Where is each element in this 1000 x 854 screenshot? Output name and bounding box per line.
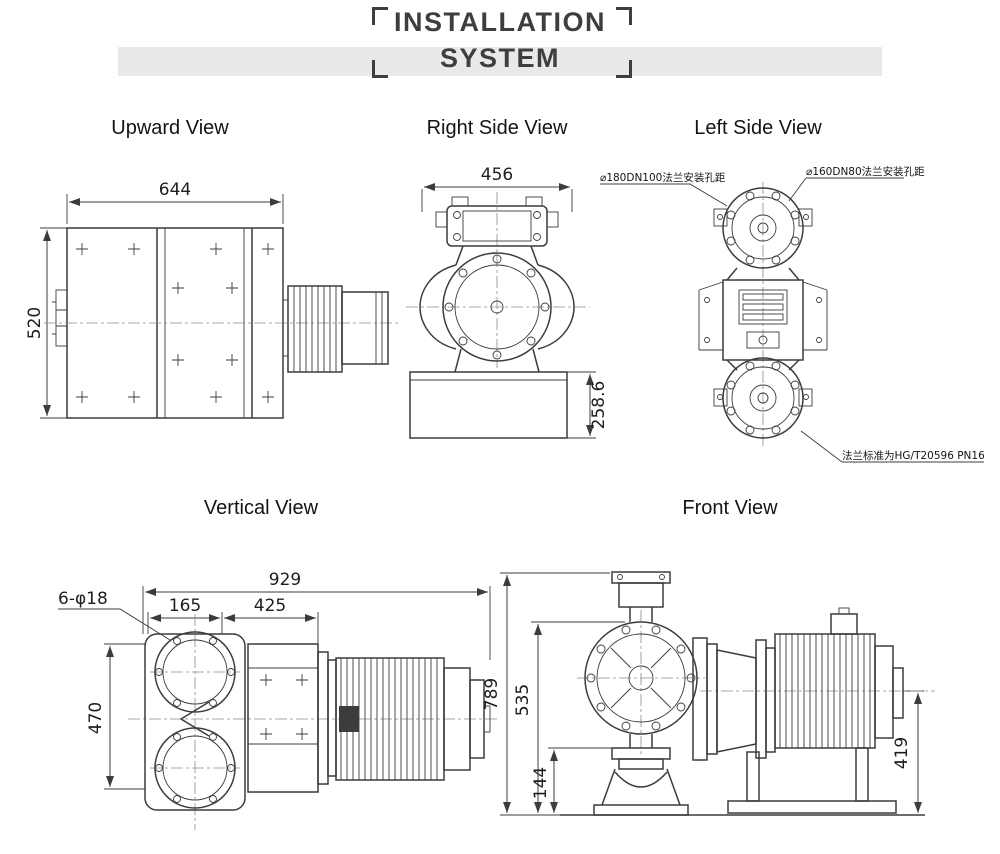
top-chamber-bolts [155, 637, 235, 707]
corner-bracket-top-left-icon [372, 7, 388, 25]
top-flange-bolts [726, 191, 800, 265]
upward-dimensions: 644 520 [25, 180, 284, 419]
bottom-flange-bolts [726, 361, 800, 435]
front-pump [577, 571, 935, 816]
flange-bolts [444, 254, 550, 360]
corner-bracket-top-right-icon [616, 7, 632, 25]
vertical-view-title: Vertical View [204, 497, 319, 519]
dim-text-bolt-holes: 6-φ18 [58, 589, 108, 609]
dim-text-644: 644 [159, 180, 191, 200]
corner-bracket-bottom-right-icon [616, 60, 632, 78]
dim-text-456: 456 [481, 165, 513, 185]
view-front: Front View 789 535 144 419 [482, 497, 935, 816]
dim-text-419: 419 [892, 737, 912, 769]
pump-housing [144, 633, 246, 811]
note-flange-dn80: ⌀160DN80法兰安装孔距 [806, 165, 925, 178]
upward-motor [282, 285, 389, 373]
dim-text-470: 470 [86, 702, 106, 734]
dim-text-144: 144 [531, 767, 551, 799]
diaphragm-chamber [584, 621, 698, 735]
flange-wings [698, 281, 828, 351]
coupling-housing [716, 649, 757, 753]
right-side-pump [406, 192, 590, 439]
view-right-side: Right Side View 456 258.6 [406, 117, 609, 439]
right-side-view-title: Right Side View [427, 117, 568, 139]
vertical-pump [128, 614, 500, 830]
motor-end [874, 645, 894, 739]
title-band [118, 47, 882, 76]
dim-text-165: 165 [169, 596, 201, 616]
page-title-line2: SYSTEM [439, 43, 561, 73]
bolt-hole-crosses [76, 243, 274, 403]
front-flange [442, 252, 552, 362]
view-vertical: Vertical View 929 165 425 6-φ18 470 [58, 497, 500, 830]
vertical-motor [317, 651, 491, 785]
side-port [55, 289, 68, 347]
upward-view-title: Upward View [111, 117, 229, 139]
vertical-dimensions: 929 165 425 6-φ18 470 [58, 570, 491, 790]
dim-text-425: 425 [254, 596, 286, 616]
front-dimensions: 789 535 144 419 [482, 572, 924, 816]
inlet-flange [611, 571, 671, 584]
vertical-bracket [247, 643, 319, 793]
corner-bracket-bottom-left-icon [372, 60, 388, 78]
side-chambers [419, 264, 575, 350]
bottom-flange [722, 357, 804, 439]
chamber-bolts [586, 625, 696, 731]
left-side-annotations: ⌀180DN100法兰安装孔距 ⌀160DN80法兰安装孔距 法兰标准为HG/T… [600, 165, 985, 463]
left-side-view-title: Left Side View [694, 117, 822, 139]
note-flange-standard: 法兰标准为HG/T20596 PN16 [842, 449, 985, 462]
motor-end [341, 291, 389, 365]
stand-legs [601, 768, 681, 806]
dim-text-258: 258.6 [589, 381, 609, 430]
dim-text-535: 535 [513, 684, 533, 716]
motor-base [727, 800, 897, 814]
top-flange [722, 187, 804, 269]
dim-text-520: 520 [25, 307, 45, 339]
center-chevron [179, 701, 210, 737]
note-flange-dn100: ⌀180DN100法兰安装孔距 [600, 171, 726, 184]
terminal-box [339, 706, 359, 732]
bottom-chamber-bolts [155, 733, 235, 803]
view-upward: Upward View 644 520 [25, 117, 398, 419]
left-side-pump [698, 182, 828, 448]
right-side-dimensions: 456 258.6 [421, 165, 609, 439]
center-body [722, 279, 804, 361]
view-left-side: Left Side View ⌀180DN100法兰安装孔距 ⌀160DN80法… [600, 117, 985, 463]
dim-text-929: 929 [269, 570, 301, 590]
stand-base [593, 804, 689, 816]
front-drive [560, 607, 925, 816]
dim-text-789: 789 [482, 678, 502, 710]
terminal-box [830, 613, 858, 635]
base-box [409, 371, 568, 439]
front-view-title: Front View [682, 497, 778, 519]
page-title-line1: INSTALLATION [394, 7, 606, 37]
upward-pump-body [44, 227, 398, 419]
motor-fin-block [287, 285, 343, 373]
